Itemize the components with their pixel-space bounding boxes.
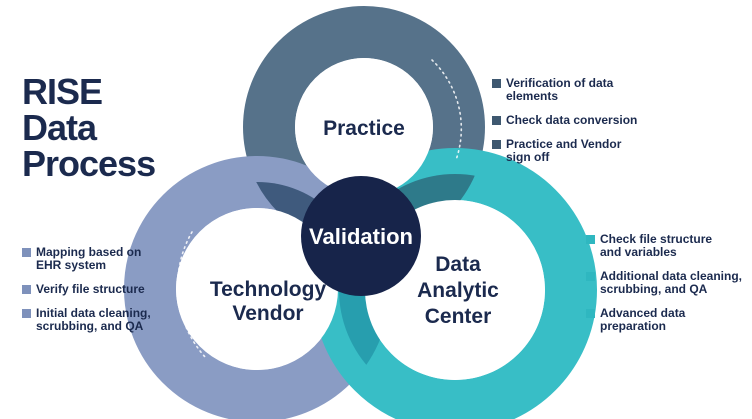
- list-item: Check file structure and variables: [586, 233, 746, 259]
- title-line-1: RISE: [22, 71, 103, 112]
- square-bullet-icon: [492, 140, 501, 149]
- list-item: Additional data cleaning, scrubbing, and…: [586, 270, 746, 296]
- list-item: Check data conversion: [492, 114, 672, 127]
- dac-label-line1: Data: [435, 253, 481, 276]
- square-bullet-icon: [492, 116, 501, 125]
- list-item: Mapping based on EHR system: [22, 246, 172, 272]
- list-item-text: Verification of data elements: [506, 76, 614, 103]
- square-bullet-icon: [22, 248, 31, 257]
- square-bullet-icon: [492, 79, 501, 88]
- list-item: Practice and Vendor sign off: [492, 138, 672, 164]
- list-item-text: Check data conversion: [506, 113, 638, 127]
- square-bullet-icon: [586, 235, 595, 244]
- list-item-text: Mapping based on EHR system: [36, 245, 142, 272]
- vendor-dotted-arc: [176, 231, 207, 359]
- vendor-label-line2: Vendor: [232, 302, 303, 325]
- title-line-2: Data: [22, 107, 97, 148]
- practice-hole: [295, 58, 433, 196]
- list-item-text: Verify file structure: [36, 282, 145, 296]
- dac-label-line3: Center: [425, 305, 492, 328]
- list-item-text: Initial data cleaning, scrubbing, and QA: [36, 306, 151, 333]
- vendor-steps-list: Mapping based on EHR system Verify file …: [22, 246, 172, 344]
- square-bullet-icon: [586, 309, 595, 318]
- practice-label: Practice: [323, 117, 405, 140]
- list-item: Verify file structure: [22, 283, 172, 296]
- list-item: Verification of data elements: [492, 77, 672, 103]
- dac-label-line2: Analytic: [417, 279, 499, 302]
- square-bullet-icon: [22, 285, 31, 294]
- practice-dotted-arc: [431, 59, 463, 161]
- title-line-3: Process: [22, 143, 156, 184]
- list-item-text: Advanced data preparation: [600, 306, 686, 333]
- vendor-label-line1: Technology: [210, 278, 327, 301]
- vendor-hole: [176, 208, 338, 370]
- square-bullet-icon: [586, 272, 595, 281]
- square-bullet-icon: [22, 309, 31, 318]
- list-item-text: Additional data cleaning, scrubbing, and…: [600, 269, 743, 296]
- practice-steps-list: Verification of data elements Check data…: [492, 77, 672, 175]
- dac-steps-list: Check file structure and variables Addit…: [586, 233, 746, 344]
- list-item: Initial data cleaning, scrubbing, and QA: [22, 307, 172, 333]
- list-item: Advanced data preparation: [586, 307, 746, 333]
- validation-label: Validation: [309, 224, 413, 249]
- list-item-text: Check file structure and variables: [600, 232, 713, 259]
- page-title: RISE Data Process: [22, 71, 156, 184]
- list-item-text: Practice and Vendor sign off: [506, 137, 622, 164]
- validation-disk: [301, 176, 421, 296]
